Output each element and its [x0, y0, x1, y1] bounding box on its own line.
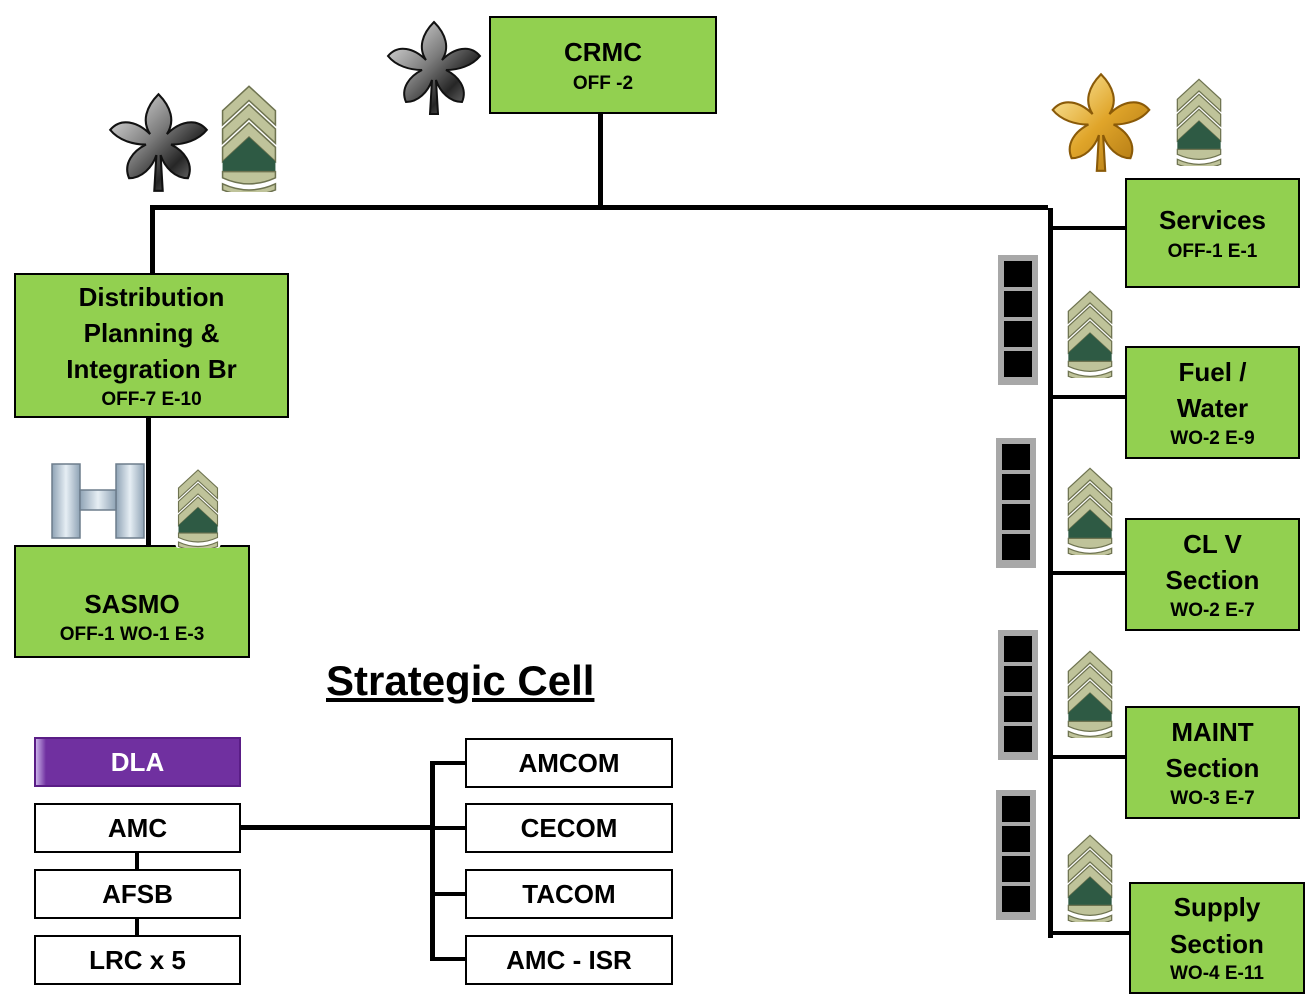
connector: [430, 892, 465, 896]
connector: [146, 415, 151, 547]
crmc-title: CRMC: [564, 36, 642, 67]
chief-warrant-officer-insignia: [996, 790, 1036, 920]
connector: [1048, 571, 1126, 575]
cl-v-section-box[interactable]: CL V Section WO-2 E-7: [1125, 518, 1300, 631]
fuel-water-title-line: Fuel /: [1178, 356, 1247, 387]
services-box[interactable]: Services OFF-1 E-1: [1125, 178, 1300, 288]
distribution-title-line: Integration Br: [66, 354, 237, 385]
master-sergeant-insignia: [174, 458, 222, 548]
supply-staff: WO-4 E-11: [1170, 963, 1264, 985]
connector: [1048, 931, 1130, 935]
maint-section-box[interactable]: MAINT Section WO-3 E-7: [1125, 706, 1300, 819]
connector: [1048, 395, 1126, 399]
master-sergeant-insignia: [1064, 638, 1116, 738]
lieutenant-colonel-insignia: [109, 93, 208, 192]
master-sergeant-insignia: [218, 70, 280, 192]
crmc-staff: OFF -2: [572, 72, 634, 94]
amcom-box[interactable]: AMCOM: [465, 738, 673, 788]
major-insignia: [1051, 73, 1151, 172]
master-sergeant-insignia: [1064, 278, 1116, 378]
maint-title-line: Section: [1165, 753, 1260, 784]
connector: [430, 761, 435, 961]
captain-insignia: [51, 463, 145, 539]
cl-v-title-line: Section: [1165, 565, 1260, 596]
sasmo-title: SASMO: [84, 588, 180, 619]
connector: [430, 826, 465, 830]
master-sergeant-insignia: [1173, 66, 1225, 166]
chief-warrant-officer-insignia: [998, 255, 1038, 385]
distribution-title-line: Planning &: [83, 317, 220, 348]
cl-v-title-line: CL V: [1183, 528, 1242, 559]
supply-title-line: Section: [1170, 928, 1264, 959]
distribution-title-line: Distribution: [78, 281, 225, 312]
connector: [240, 825, 433, 830]
maint-title-line: MAINT: [1171, 716, 1254, 747]
connector: [135, 916, 139, 938]
cl-v-staff: WO-2 E-7: [1170, 599, 1255, 621]
afsb-box[interactable]: AFSB: [34, 869, 241, 919]
services-staff: OFF-1 E-1: [1167, 240, 1258, 262]
supply-section-box[interactable]: Supply Section WO-4 E-11: [1129, 882, 1305, 994]
chief-warrant-officer-insignia: [996, 438, 1036, 568]
connector: [598, 112, 603, 209]
connector: [430, 957, 465, 961]
connector: [150, 205, 1048, 210]
lieutenant-colonel-insignia: [387, 21, 481, 115]
chief-warrant-officer-insignia: [998, 630, 1038, 760]
sasmo-staff: OFF-1 WO-1 E-3: [59, 624, 205, 646]
master-sergeant-insignia: [1064, 455, 1116, 555]
fuel-water-title-line: Water: [1176, 393, 1249, 424]
connector: [1048, 755, 1126, 759]
sasmo-box[interactable]: SASMO OFF-1 WO-1 E-3: [14, 545, 250, 658]
tacom-box[interactable]: TACOM: [465, 869, 673, 919]
connector: [135, 850, 139, 872]
connector: [430, 761, 465, 765]
distribution-staff: OFF-7 E-10: [101, 388, 202, 410]
dla-box[interactable]: DLA: [34, 737, 241, 787]
connector: [1048, 226, 1126, 230]
distribution-planning-box[interactable]: Distribution Planning & Integration Br O…: [14, 273, 289, 418]
cecom-box[interactable]: CECOM: [465, 803, 673, 853]
lrc-box[interactable]: LRC x 5: [34, 935, 241, 985]
fuel-water-staff: WO-2 E-9: [1170, 427, 1255, 449]
amc-isr-box[interactable]: AMC - ISR: [465, 935, 673, 985]
amc-box[interactable]: AMC: [34, 803, 241, 853]
services-title: Services: [1159, 204, 1266, 235]
maint-staff: WO-3 E-7: [1170, 787, 1255, 809]
connector: [150, 205, 155, 275]
fuel-water-box[interactable]: Fuel / Water WO-2 E-9: [1125, 346, 1300, 459]
crmc-box[interactable]: CRMC OFF -2: [489, 16, 717, 114]
supply-title-line: Supply: [1173, 892, 1261, 923]
strategic-cell-title: Strategic Cell: [326, 657, 595, 704]
master-sergeant-insignia: [1064, 822, 1116, 922]
